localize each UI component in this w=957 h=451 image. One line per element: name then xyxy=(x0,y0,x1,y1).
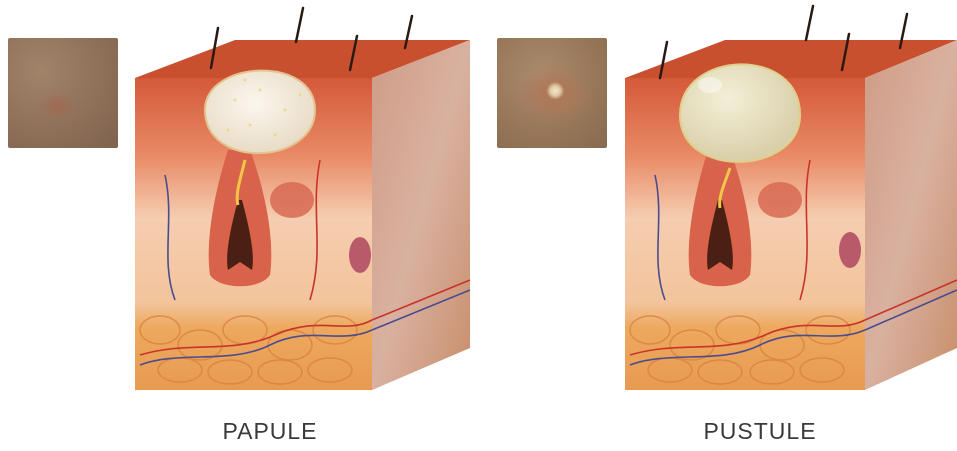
papule-skin-cross-section xyxy=(0,0,480,410)
pustule-skin-cross-section xyxy=(480,0,957,410)
pustule-label: PUSTULE xyxy=(680,418,840,448)
papule-label: PAPULE xyxy=(190,418,350,448)
